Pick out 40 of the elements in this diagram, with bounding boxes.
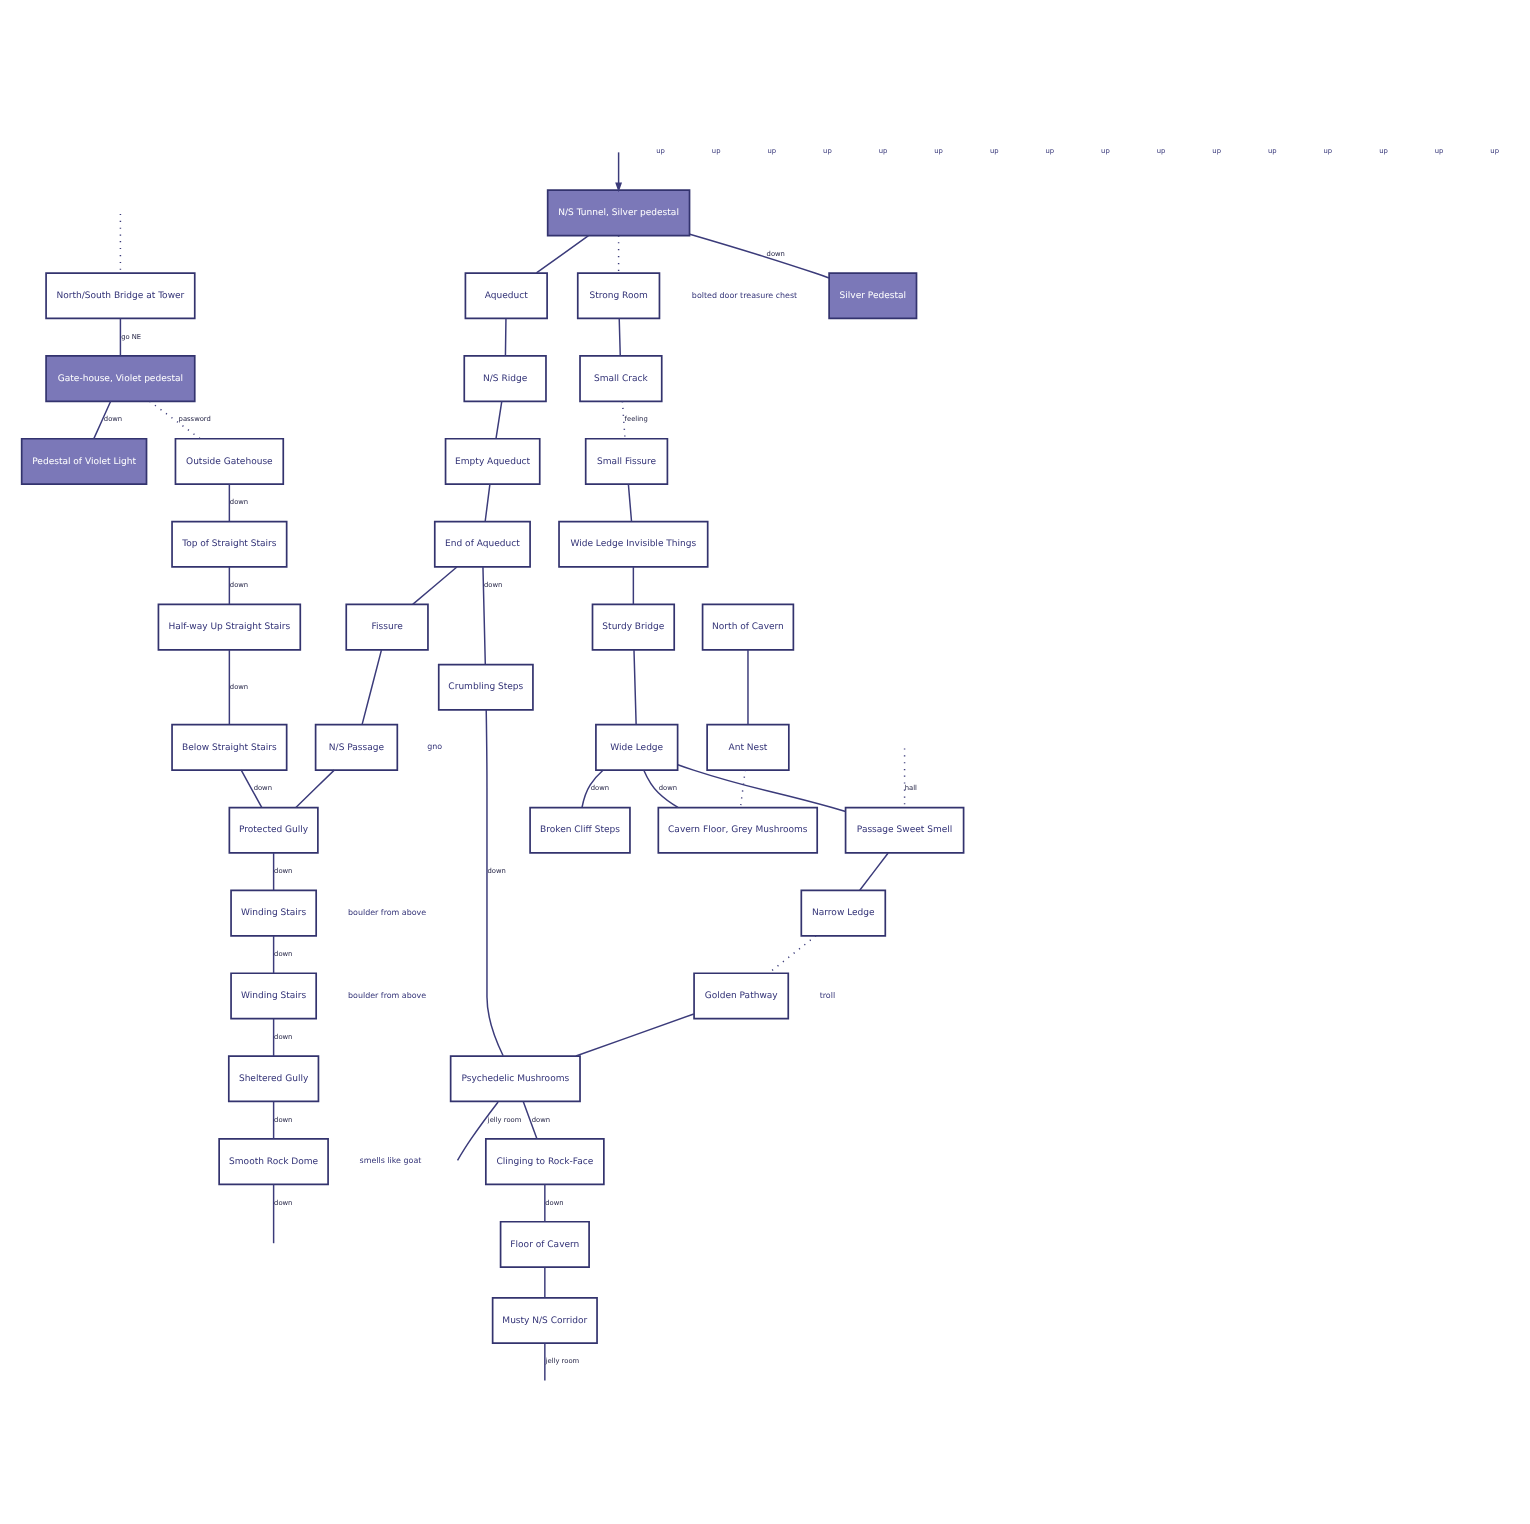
connector — [522, 1100, 538, 1140]
connector — [544, 1266, 546, 1299]
connector — [456, 1101, 499, 1162]
connector — [484, 483, 491, 523]
connector — [747, 649, 749, 726]
connector — [739, 769, 746, 809]
connector — [689, 233, 830, 279]
connector — [618, 317, 621, 357]
connector — [93, 400, 112, 440]
connector — [482, 566, 487, 665]
connector — [535, 234, 590, 274]
connector — [544, 1183, 546, 1223]
connector — [148, 400, 201, 440]
connector — [240, 769, 263, 809]
connector — [295, 769, 335, 809]
connector — [272, 1017, 275, 1057]
connector — [544, 1342, 546, 1382]
connector — [859, 852, 889, 892]
connector — [627, 483, 633, 523]
connector — [633, 649, 637, 726]
connector — [272, 1100, 275, 1140]
connector — [575, 1013, 695, 1057]
connector — [677, 763, 847, 813]
connector — [485, 709, 504, 1057]
arrow — [615, 151, 623, 193]
connector — [361, 649, 383, 726]
connector — [228, 649, 231, 726]
connector — [272, 1183, 275, 1244]
connector — [272, 852, 275, 892]
connector — [119, 317, 122, 357]
connector — [272, 935, 275, 974]
connector — [632, 566, 635, 606]
connector — [581, 769, 604, 808]
connector — [643, 769, 679, 809]
connector — [495, 400, 503, 440]
connector — [228, 566, 231, 606]
connector — [767, 935, 817, 974]
connector — [411, 566, 458, 606]
connector — [504, 317, 507, 357]
connector — [228, 483, 231, 523]
